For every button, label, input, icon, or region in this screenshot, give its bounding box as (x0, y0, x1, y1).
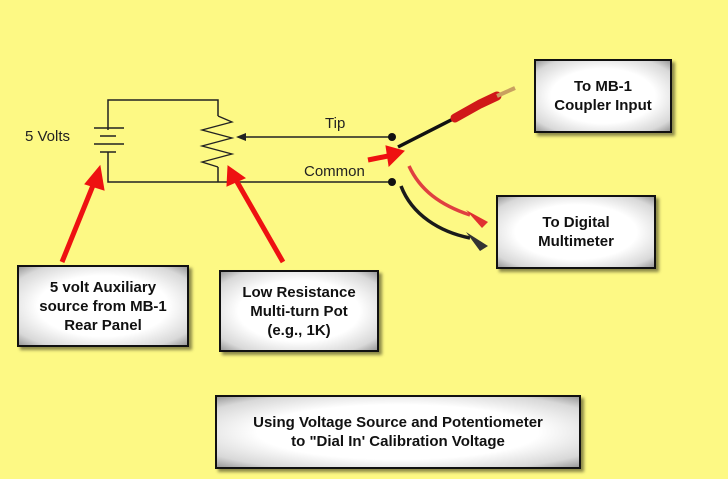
callout-aux-source: 5 volt Auxiliary source from MB-1 Rear P… (17, 265, 189, 347)
aux-arrow (59, 177, 99, 263)
potentiometer-symbol (199, 115, 235, 168)
callout-arrows (59, 145, 405, 264)
top-wire (107, 99, 219, 130)
circuit-wires (107, 99, 392, 183)
wiper-arrow-icon (236, 133, 246, 141)
common-terminal (388, 178, 396, 186)
battery-symbol (94, 127, 124, 153)
callout-digital-multimeter: To Digital Multimeter (496, 195, 656, 269)
tip-terminal (388, 133, 396, 141)
pot-arrow (233, 178, 286, 264)
tip-label: Tip (325, 115, 346, 132)
common-label: Common (304, 163, 365, 180)
multimeter-leads (399, 165, 488, 251)
callout-coupler-input: To MB-1 Coupler Input (534, 59, 672, 133)
callout-pot: Low Resistance Multi-turn Pot (e.g., 1K) (219, 270, 379, 352)
battery-label: 5 Volts (25, 128, 71, 145)
diagram-caption: Using Voltage Source and Potentiometer t… (215, 395, 581, 469)
bottom-wire (107, 152, 392, 183)
rca-cable (397, 86, 516, 149)
